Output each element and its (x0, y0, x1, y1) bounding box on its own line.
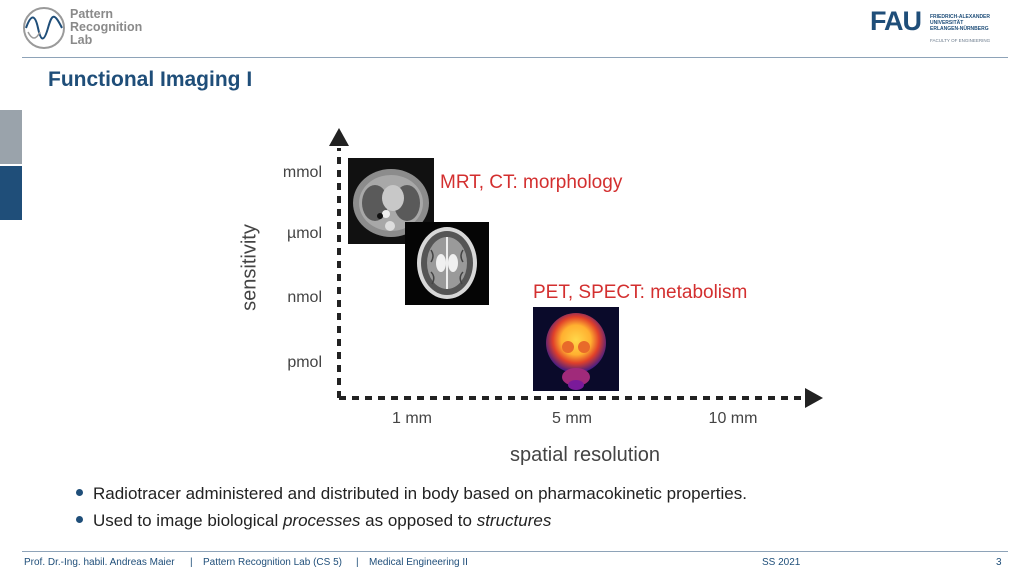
y-axis-arrowhead (329, 128, 349, 146)
x-tick-label: 1 mm (392, 410, 432, 427)
fau-line: UNIVERSITÄT (930, 20, 964, 26)
header-divider (22, 57, 1008, 58)
bullet-icon (76, 516, 83, 524)
bullet-item: Radiotracer administered and distributed… (76, 484, 747, 504)
footer-separator: | (190, 557, 193, 568)
side-nav-marker-blue (0, 166, 22, 220)
y-tick-label: pmol (287, 354, 322, 371)
footer-divider (22, 551, 1008, 552)
fau-line: FRIEDRICH-ALEXANDER (930, 14, 990, 20)
fau-logo-wordmark: FAU (870, 6, 922, 36)
slide-title: Functional Imaging I (48, 68, 253, 91)
morphology-label: MRT, CT: morphology (440, 172, 623, 193)
footer-author: Prof. Dr.-Ing. habil. Andreas Maier (24, 557, 175, 568)
y-tick-label: mmol (282, 164, 322, 181)
footer-lab: Pattern Recognition Lab (CS 5) (203, 557, 342, 568)
bullet-text: Radiotracer administered and distributed… (93, 484, 747, 503)
bullet-item: Used to image biological processes as op… (76, 511, 551, 531)
y-axis-title: sensitivity (238, 224, 261, 311)
metabolism-label: PET, SPECT: metabolism (533, 282, 748, 303)
footer-semester: SS 2021 (762, 557, 801, 568)
lab-name-line: Pattern (70, 7, 114, 21)
bullet-text: Used to image biological (93, 511, 283, 530)
footer-course: Medical Engineering II (369, 557, 468, 568)
lab-name-line: Recognition (70, 20, 143, 34)
x-axis-arrowhead (805, 388, 823, 408)
x-tick-label: 5 mm (552, 410, 592, 427)
lab-name-line: Lab (70, 33, 93, 47)
footer-separator: | (356, 557, 359, 568)
footer-page-number: 3 (996, 557, 1002, 568)
ct-chest-scan-image (348, 158, 434, 244)
y-tick-label: nmol (287, 289, 322, 306)
y-tick-label: µmol (287, 225, 322, 242)
bullet-text: as opposed to (360, 511, 477, 530)
fau-faculty: FACULTY OF ENGINEERING (930, 38, 991, 43)
lab-name: Pattern Recognition Lab (70, 8, 142, 47)
fau-line: ERLANGEN-NÜRNBERG (930, 26, 989, 32)
fau-logo-text: FRIEDRICH-ALEXANDER UNIVERSITÄT ERLANGEN… (930, 14, 990, 32)
mri-brain-scan-image (405, 222, 489, 305)
side-nav-marker-grey (0, 110, 22, 164)
bullet-emphasis: structures (476, 511, 552, 530)
bullet-emphasis: processes (282, 511, 361, 530)
x-axis-title: spatial resolution (509, 444, 661, 466)
bullet-icon (76, 489, 83, 497)
pattern-recognition-lab-logo-icon (23, 7, 65, 49)
pet-brain-scan-image (533, 307, 619, 391)
x-tick-label: 10 mm (708, 410, 758, 427)
